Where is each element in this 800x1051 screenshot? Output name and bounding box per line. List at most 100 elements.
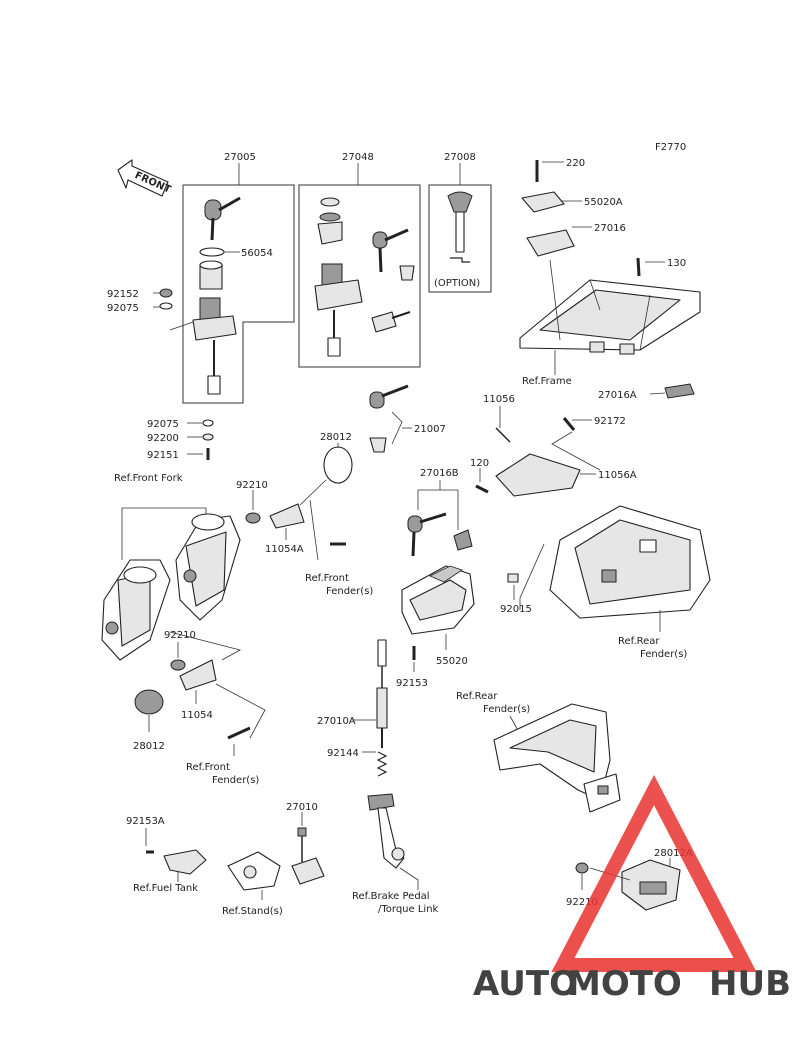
part-92153: 92153	[396, 678, 428, 689]
fuel-tank-bracket	[163, 849, 207, 875]
front-direction-arrow: FRONT	[117, 159, 172, 197]
part-11054: 11054	[181, 710, 213, 721]
bolt-front-fender-bottom	[227, 726, 251, 740]
part-27016A: 27016A	[598, 390, 637, 401]
ref-brake-pedal-a: Ref.Brake Pedal	[352, 891, 430, 902]
option-label: (OPTION)	[434, 278, 480, 289]
stand-switch-27010	[291, 827, 325, 885]
part-120: 120	[470, 458, 489, 469]
part-92151: 92151	[147, 450, 179, 461]
bracket-11054A	[269, 503, 305, 529]
cap-28012-bottom	[134, 689, 164, 715]
ignition-switch-body	[192, 297, 237, 395]
screw-120	[475, 484, 489, 494]
ref-front-fender-1a: Ref.Front	[305, 573, 349, 584]
part-92075-top: 92075	[107, 303, 139, 314]
part-55020A: 55020A	[584, 197, 623, 208]
part-92210-top: 92210	[236, 480, 268, 491]
part-220: 220	[566, 158, 585, 169]
cap-55020A	[521, 191, 565, 213]
part-27016: 27016	[594, 223, 626, 234]
rear-fender-drawing-1	[549, 505, 711, 619]
part-27016B: 27016B	[420, 468, 459, 479]
washer-56054	[199, 247, 225, 257]
diagram-code: F2770	[655, 142, 686, 153]
spring-11056	[495, 427, 511, 443]
brake-pedal-drawing	[367, 793, 405, 869]
key-icon-2	[372, 228, 409, 273]
part-130: 130	[667, 258, 686, 269]
part-92172: 92172	[594, 416, 626, 427]
rear-fender-drawing-2	[493, 703, 621, 813]
screw-92172	[562, 417, 576, 431]
key-27016B	[407, 512, 473, 557]
part-27010: 27010	[286, 802, 318, 813]
ref-fuel-tank: Ref.Fuel Tank	[133, 883, 198, 894]
part-92210-mid: 92210	[164, 630, 196, 641]
ref-front-fender-2b: Fender(s)	[212, 775, 259, 786]
part-27010A: 27010A	[317, 716, 356, 727]
washer-92075-top	[153, 302, 173, 310]
frame-drawing	[519, 259, 701, 355]
lock-27016	[526, 229, 575, 257]
part-11056A: 11056A	[598, 470, 637, 481]
part-92153A: 92153A	[126, 816, 165, 827]
front-fork-drawing	[101, 513, 241, 661]
part-92200: 92200	[147, 433, 179, 444]
bracket-11054	[179, 659, 217, 691]
part-92075-bottom: 92075	[147, 419, 179, 430]
nut-92210-mid	[170, 659, 186, 671]
watermark-triangle	[551, 774, 757, 972]
ref-rear-fender-2a: Ref.Rear	[456, 691, 498, 702]
part-21007: 21007	[414, 424, 446, 435]
part-92210-bottom: 92210	[566, 897, 598, 908]
ref-rear-fender-1b: Fender(s)	[640, 649, 687, 660]
spring-92144	[376, 751, 388, 777]
part-27005: 27005	[224, 152, 256, 163]
part-27048: 27048	[342, 152, 374, 163]
ref-rear-fender-2b: Fender(s)	[483, 704, 530, 715]
ref-front-fender-1b: Fender(s)	[326, 586, 373, 597]
ref-rear-fender-1a: Ref.Rear	[618, 636, 660, 647]
ref-stand: Ref.Stand(s)	[222, 906, 283, 917]
part-11054A: 11054A	[265, 544, 304, 555]
part-11056: 11056	[483, 394, 515, 405]
ref-frame: Ref.Frame	[522, 376, 572, 387]
nut-92210-top	[245, 512, 261, 524]
brake-switch-27010A	[376, 639, 388, 748]
watermark-text-hub: HUB	[709, 964, 791, 1004]
lock-set-group: 27048	[298, 152, 421, 368]
cover-27016A	[664, 383, 695, 399]
part-92152: 92152	[107, 289, 139, 300]
part-56054: 56054	[241, 248, 273, 259]
nut-92152	[153, 288, 173, 298]
washer-92200	[202, 433, 214, 441]
watermark-text-moto: MOTO	[567, 964, 682, 1004]
washer-92075-bottom	[202, 419, 214, 427]
ignition-switch-set-group: 27005 56054	[182, 152, 295, 404]
option-key-group: 27008 (OPTION)	[428, 152, 492, 293]
part-28012A: 28012A	[654, 848, 693, 859]
watermark-logo: AUTO MOTO HUB	[473, 774, 791, 1004]
cap-28012-top	[323, 446, 353, 484]
collar-92015	[507, 573, 519, 583]
nut-92210-bottom	[575, 862, 589, 874]
key-icon	[204, 196, 241, 241]
bracket-11056A	[495, 453, 581, 497]
ref-brake-pedal-b: /Torque Link	[378, 904, 439, 915]
part-27008: 27008	[444, 152, 476, 163]
part-28012-bottom: 28012	[133, 741, 165, 752]
part-28012-top: 28012	[320, 432, 352, 443]
cover-55020	[401, 565, 475, 635]
key-21007	[369, 384, 409, 453]
part-55020: 55020	[436, 656, 468, 667]
cylinder-icon	[199, 260, 223, 290]
ref-front-fender-2a: Ref.Front	[186, 762, 230, 773]
part-92144: 92144	[327, 748, 359, 759]
ref-front-fork: Ref.Front Fork	[114, 473, 183, 484]
watermark-text-auto: AUTO	[473, 964, 578, 1004]
part-92015: 92015	[500, 604, 532, 615]
bolt-130	[636, 257, 641, 277]
